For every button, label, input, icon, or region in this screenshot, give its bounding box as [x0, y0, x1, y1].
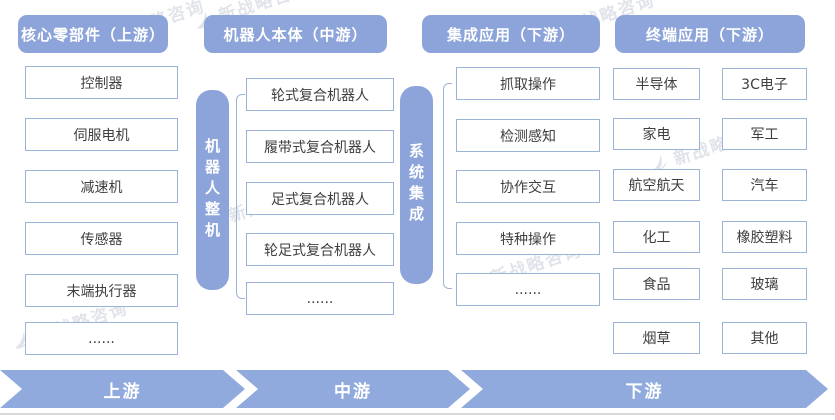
column-header-core-components: 核心零部件（上游）: [18, 15, 168, 53]
flow-arrow-upstream: 上游: [0, 370, 245, 408]
chain-item-chemical: 化工: [613, 221, 700, 253]
chain-item-sensor: 传感器: [25, 222, 178, 255]
chain-item-automotive: 汽车: [722, 169, 807, 201]
chain-item-glass: 玻璃: [722, 268, 807, 300]
column-header-terminal-applications: 终端应用（下游）: [615, 15, 805, 53]
chain-item-wheel-leg-robot: 轮足式复合机器人: [246, 233, 394, 266]
chain-item-legged-robot: 足式复合机器人: [246, 182, 394, 215]
chain-item-special-operation: 特种操作: [456, 222, 600, 255]
flow-arrow-label: 下游: [625, 381, 664, 402]
chain-item-aerospace: 航空航天: [613, 169, 700, 201]
flow-arrow-midstream: 中游: [236, 370, 470, 408]
chain-item-tobacco: 烟草: [613, 322, 700, 354]
chain-item-controller: 控制器: [25, 66, 178, 99]
chain-item-food: 食品: [613, 268, 700, 300]
chain-item-other: 其他: [722, 322, 807, 354]
chain-item-wheeled-robot: 轮式复合机器人: [246, 78, 394, 111]
chain-item-servo-motor: 伺服电机: [25, 118, 178, 151]
bracket-robot-body: [236, 94, 245, 299]
chain-item-military: 军工: [722, 118, 807, 150]
column-header-integrated-applications: 集成应用（下游）: [422, 15, 600, 53]
chain-item-ellipsis: ......: [25, 322, 178, 355]
flow-arrow-downstream: 下游: [461, 370, 828, 408]
chain-item-end-effector: 末端执行器: [25, 274, 178, 307]
bottom-divider-line: [0, 413, 835, 415]
chain-item-collaboration: 协作交互: [456, 170, 600, 203]
chain-item-reducer: 减速机: [25, 170, 178, 203]
chain-item-detection-sensing: 检测感知: [456, 119, 600, 152]
chain-item-ellipsis: ......: [456, 273, 600, 306]
column-header-robot-body: 机器人本体（中游）: [204, 15, 387, 53]
chain-item-semiconductor: 半导体: [613, 68, 700, 100]
chain-item-tracked-robot: 履带式复合机器人: [246, 130, 394, 163]
flow-arrow-label: 上游: [103, 381, 142, 402]
chain-item-3c-electronics: 3C电子: [722, 68, 807, 100]
chain-item-home-appliance: 家电: [613, 118, 700, 150]
chain-item-ellipsis: ......: [246, 282, 394, 315]
chain-item-grasping-operation: 抓取操作: [456, 67, 600, 100]
side-label-system-integration: 系统集成: [400, 86, 433, 284]
side-label-robot-complete-machine: 机器人整机: [196, 90, 229, 290]
bracket-integrated-applications: [443, 83, 452, 289]
flow-arrow-label: 中游: [334, 381, 372, 402]
chain-item-rubber-plastic: 橡胶塑料: [722, 221, 807, 253]
